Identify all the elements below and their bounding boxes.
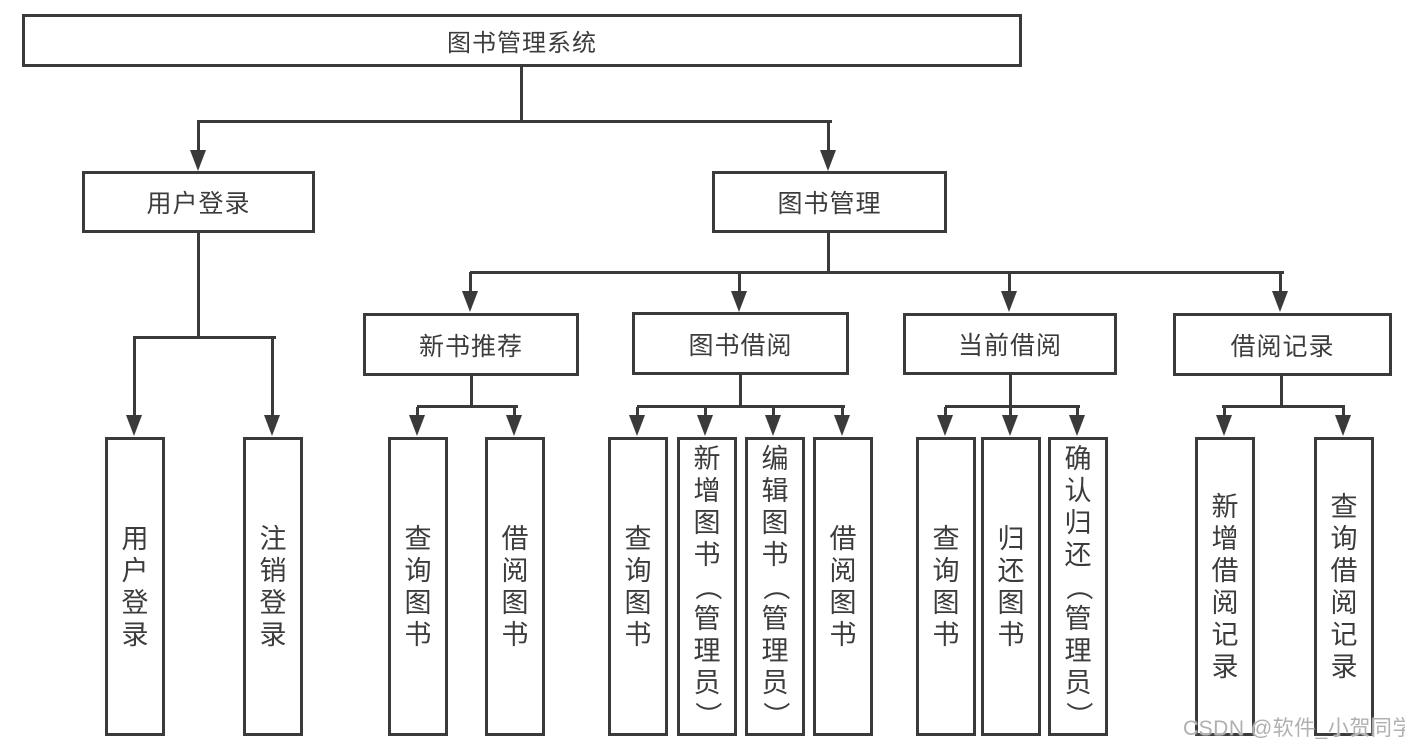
node-label: 用户登录 xyxy=(146,190,251,218)
down-arrow xyxy=(834,407,851,436)
connector-line xyxy=(520,67,523,122)
down-arrow xyxy=(629,407,646,436)
leaf-borrow-add-book-admin: 新增图书（管理员） xyxy=(677,437,737,736)
down-arrow xyxy=(190,121,207,171)
node-label: 新书推荐 xyxy=(418,332,523,361)
leaf-recommend-borrow-book: 借阅图书 xyxy=(485,437,545,736)
leaf-current-query-book: 查询图书 xyxy=(916,437,976,736)
node-user-login: 用户登录 xyxy=(82,171,315,233)
node-label: 查询借阅记录 xyxy=(1330,491,1358,682)
down-arrow xyxy=(697,407,714,436)
node-label: 当前借阅 xyxy=(957,332,1062,360)
leaf-current-confirm-return-admin: 确认归还（管理员） xyxy=(1048,437,1108,736)
connector-line xyxy=(827,233,830,273)
down-arrow xyxy=(264,338,281,436)
node-label: 确认归还（管理员） xyxy=(1063,443,1093,729)
connector-line xyxy=(197,120,832,123)
node-label: 图书管理 xyxy=(777,190,882,218)
down-arrow xyxy=(820,121,837,171)
csdn-watermark: CSDN @软件_小贺同学 xyxy=(1183,717,1405,740)
node-label: 查询图书 xyxy=(932,523,960,650)
connector-line xyxy=(739,375,742,408)
leaf-record-query-borrow-record: 查询借阅记录 xyxy=(1314,437,1374,736)
leaf-recommend-query-book: 查询图书 xyxy=(388,437,448,736)
connector-line xyxy=(197,233,200,339)
node-label: 图书借阅 xyxy=(688,331,793,360)
down-arrow xyxy=(1272,272,1289,312)
down-arrow xyxy=(409,407,426,436)
down-arrow xyxy=(765,407,782,436)
leaf-user-login: 用户登录 xyxy=(105,437,165,736)
connector-line xyxy=(1280,376,1283,408)
node-label: 借阅图书 xyxy=(829,523,857,650)
down-arrow xyxy=(506,407,523,436)
node-label: 查询图书 xyxy=(404,523,432,650)
leaf-borrow-borrow-book: 借阅图书 xyxy=(813,437,873,736)
node-label: 借阅图书 xyxy=(501,523,529,650)
connector-line xyxy=(470,376,473,408)
node-new-book-recommend: 新书推荐 xyxy=(363,313,579,376)
down-arrow xyxy=(937,407,954,436)
down-arrow xyxy=(1002,407,1019,436)
node-label: 图书管理系统 xyxy=(447,30,597,57)
node-borrowing-records: 借阅记录 xyxy=(1173,313,1392,376)
down-arrow xyxy=(1001,272,1018,312)
connector-line xyxy=(470,271,1284,274)
node-book-management: 图书管理 xyxy=(712,171,947,233)
leaf-logout: 注销登录 xyxy=(243,437,303,736)
down-arrow xyxy=(126,338,143,436)
leaf-borrow-edit-book-admin: 编辑图书（管理员） xyxy=(745,437,805,736)
node-label: 新增图书（管理员） xyxy=(692,443,722,729)
connector-line xyxy=(1009,375,1012,408)
node-library-management-system: 图书管理系统 xyxy=(22,14,1022,67)
leaf-borrow-query-book: 查询图书 xyxy=(608,437,668,736)
node-label: 归还图书 xyxy=(997,523,1025,650)
node-book-borrowing: 图书借阅 xyxy=(632,312,849,375)
node-label: 查询图书 xyxy=(624,523,652,650)
connector-line xyxy=(417,405,518,408)
down-arrow xyxy=(462,272,479,312)
down-arrow xyxy=(731,272,748,312)
node-label: 新增借阅记录 xyxy=(1211,491,1239,682)
connector-line xyxy=(637,405,845,408)
down-arrow xyxy=(1335,407,1352,436)
connector-line xyxy=(945,405,1080,408)
node-current-borrowing: 当前借阅 xyxy=(903,313,1117,375)
connector-line xyxy=(133,336,276,339)
node-label: 借阅记录 xyxy=(1230,332,1335,361)
node-label: 编辑图书（管理员） xyxy=(760,443,790,729)
leaf-record-add-borrow-record: 新增借阅记录 xyxy=(1195,437,1255,736)
connector-line xyxy=(1222,405,1345,408)
down-arrow xyxy=(1216,407,1233,436)
leaf-current-return-book: 归还图书 xyxy=(981,437,1041,736)
node-label: 注销登录 xyxy=(259,523,287,650)
down-arrow xyxy=(1069,407,1086,436)
node-label: 用户登录 xyxy=(121,523,149,650)
